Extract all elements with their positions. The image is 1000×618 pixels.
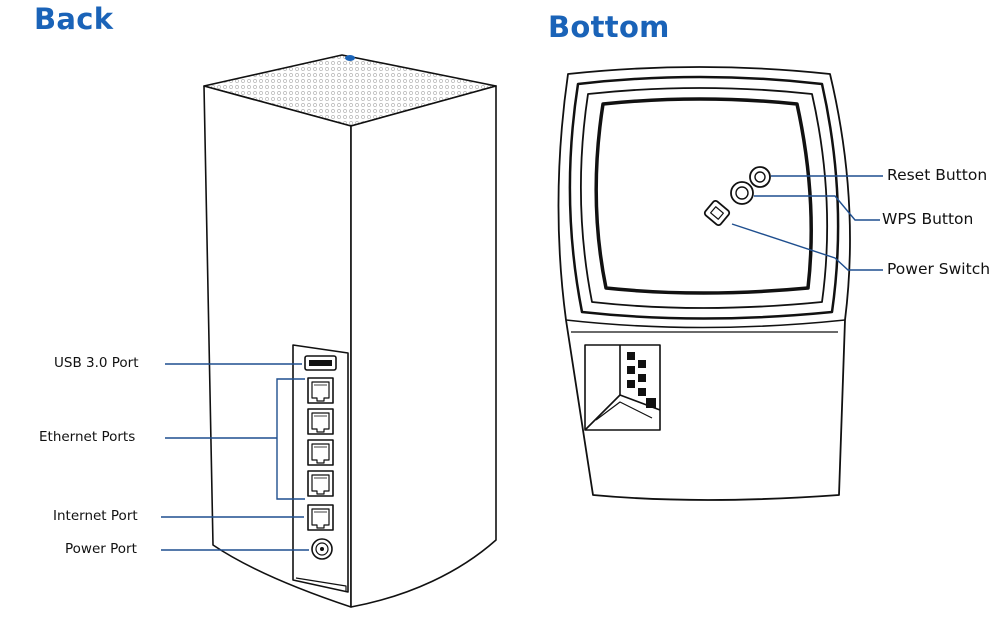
ethernet-port-2 bbox=[307, 408, 334, 435]
bottom-callout-lines bbox=[731, 175, 883, 271]
ethernet-port-3 bbox=[307, 439, 334, 466]
ethernet-port-4 bbox=[307, 470, 334, 497]
wps-button-label: WPS Button bbox=[882, 210, 974, 228]
right-face bbox=[350, 85, 497, 608]
ethernet-bracket bbox=[276, 378, 305, 500]
bottom-inner-panel bbox=[594, 97, 813, 295]
router-bottom-view bbox=[557, 66, 851, 501]
back-callout-lines bbox=[161, 363, 309, 551]
ethernet-ports-label: Ethernet Ports bbox=[39, 429, 136, 445]
usb-port bbox=[304, 355, 337, 371]
back-heading: Back bbox=[34, 2, 114, 36]
router-back-view bbox=[203, 54, 497, 608]
internet-port-label: Internet Port bbox=[53, 508, 138, 524]
status-light bbox=[345, 55, 355, 61]
power-switch-callout-line bbox=[731, 223, 883, 271]
cable-cutout bbox=[584, 344, 661, 431]
internet-port bbox=[307, 504, 334, 531]
ethernet-port-1 bbox=[307, 377, 334, 404]
power-port-label: Power Port bbox=[65, 541, 137, 557]
wps-callout-line bbox=[754, 195, 880, 221]
wps-button bbox=[730, 181, 754, 205]
power-port bbox=[311, 538, 333, 560]
bottom-heading: Bottom bbox=[548, 10, 670, 44]
power-switch-label: Power Switch bbox=[887, 260, 991, 278]
power-switch bbox=[703, 200, 731, 226]
usb-port-label: USB 3.0 Port bbox=[54, 355, 139, 371]
port-panel bbox=[292, 344, 349, 593]
reset-button bbox=[749, 166, 771, 188]
reset-button-label: Reset Button bbox=[887, 166, 988, 184]
